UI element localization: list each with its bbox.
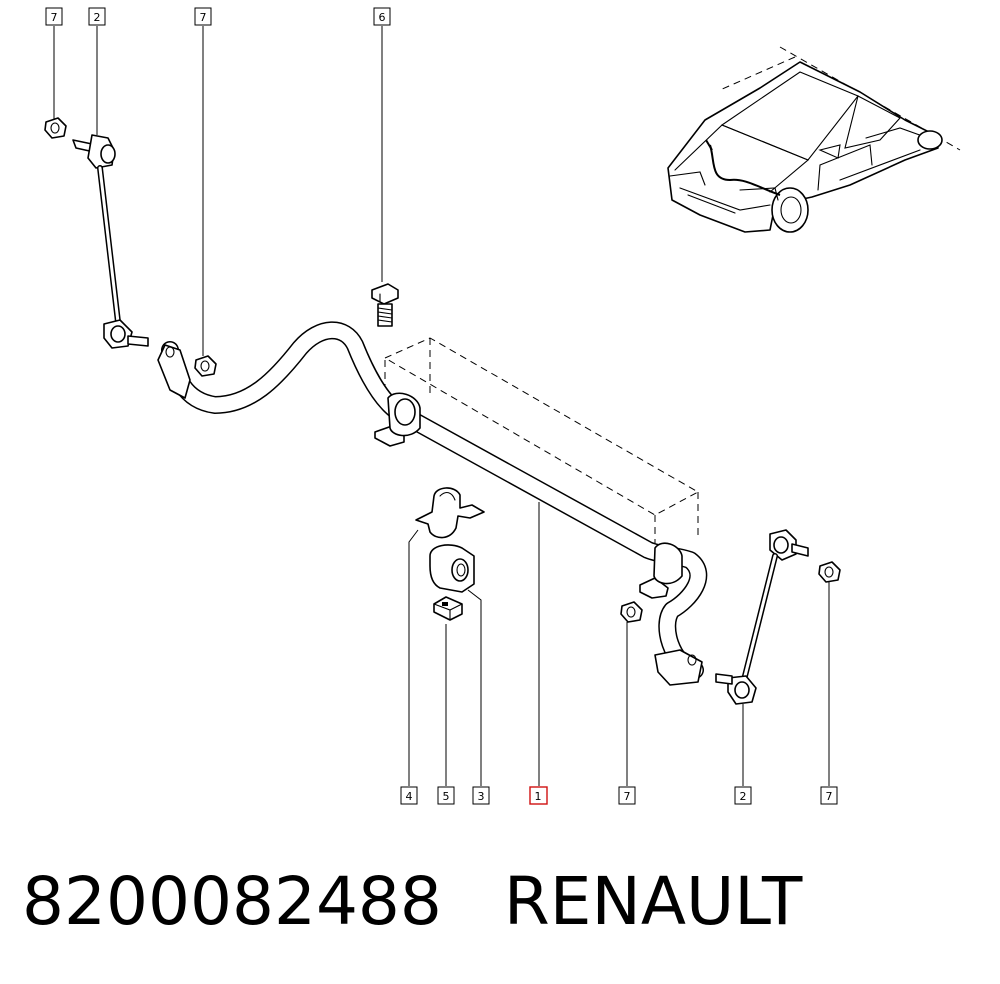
callout-bottom-right-link: 2 xyxy=(734,786,752,805)
leader-lines xyxy=(53,26,830,786)
svg-text:5: 5 xyxy=(443,790,450,803)
right-upper-nut xyxy=(818,561,841,583)
right-lower-nut xyxy=(620,601,643,623)
bushing-clamp xyxy=(415,487,485,539)
callout-top-bolt: 6 xyxy=(373,7,391,26)
callout-bottom-bushing: 3 xyxy=(472,786,490,805)
svg-text:2: 2 xyxy=(740,790,747,803)
svg-text:3: 3 xyxy=(478,790,485,803)
callout-bottom-far-right-nut: 7 xyxy=(820,786,838,805)
svg-text:7: 7 xyxy=(51,11,58,24)
left-upper-nut xyxy=(44,117,67,139)
left-link-rod xyxy=(72,134,149,349)
part-number: 8200082488 xyxy=(22,863,442,940)
brand-name: RENAULT xyxy=(503,863,803,940)
callout-top-left-link: 2 xyxy=(88,7,106,26)
svg-text:4: 4 xyxy=(406,790,413,803)
right-link-rod xyxy=(715,529,809,705)
svg-text:1: 1 xyxy=(535,790,542,803)
callout-top-left-nut: 7 xyxy=(45,7,63,26)
caption: 8200082488 RENAULT xyxy=(22,862,802,942)
svg-text:2: 2 xyxy=(94,11,101,24)
svg-text:6: 6 xyxy=(379,11,386,24)
vehicle-thumbnail xyxy=(667,46,961,233)
callout-top-mid-nut: 7 xyxy=(194,7,212,26)
left-lower-nut xyxy=(194,355,217,377)
callout-bottom-right-nut: 7 xyxy=(618,786,636,805)
callout-bottom-clip: 5 xyxy=(437,786,455,805)
svg-text:7: 7 xyxy=(826,790,833,803)
mounting-bolt xyxy=(371,283,399,327)
svg-text:7: 7 xyxy=(200,11,207,24)
callout-bottom-clamp: 4 xyxy=(400,786,418,805)
bushing-clip xyxy=(433,596,463,621)
svg-text:7: 7 xyxy=(624,790,631,803)
rubber-bushing xyxy=(429,544,475,593)
stabilizer-bar xyxy=(157,321,708,686)
callout-bottom-stabilizer-bar: 1 xyxy=(529,786,548,805)
